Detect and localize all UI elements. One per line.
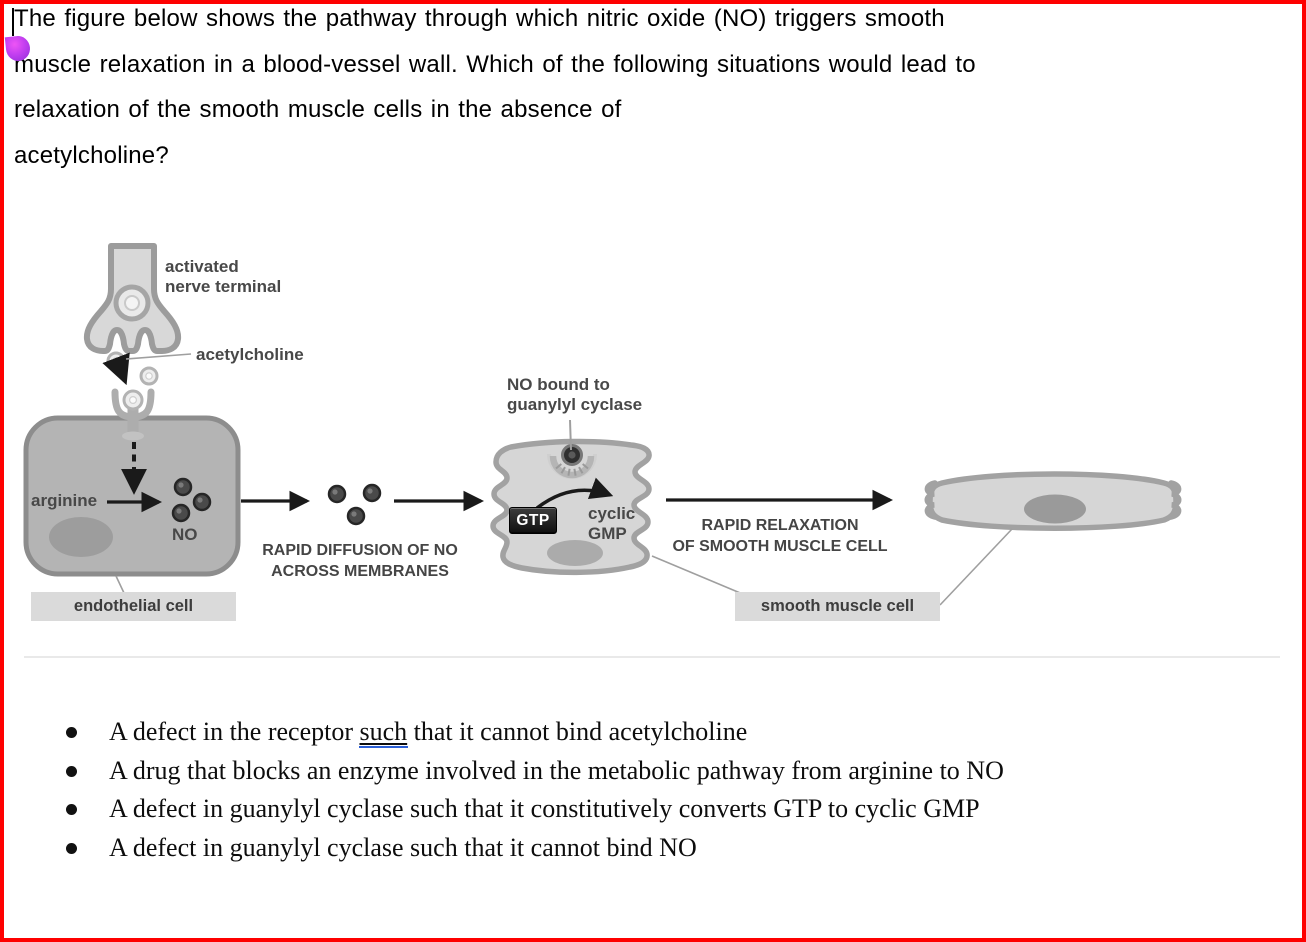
no-label: NO [172, 525, 198, 544]
gtp-box: GTP [509, 507, 557, 534]
nerve-terminal-shape [83, 243, 182, 354]
relaxation-caption-line1: RAPID RELAXATION [701, 517, 859, 534]
no-bound-label-line1: NO bound to [507, 375, 610, 394]
nerve-terminal-label-line1: activated [165, 257, 239, 276]
answer-option-3[interactable]: A defect in guanylyl cyclase such that i… [4, 790, 1302, 829]
cyclic-gmp-label-line1: cyclic [588, 504, 636, 523]
answer-option-4[interactable]: A defect in guanylyl cyclase such that i… [4, 829, 1302, 868]
relaxation-caption-line2: OF SMOOTH MUSCLE CELL [672, 538, 888, 555]
no-bound-label-line2: guanylyl cyclase [507, 395, 643, 414]
answer-option-4-text: A defect in guanylyl cyclase such that i… [109, 832, 697, 862]
guanylyl-cyclase-shape [547, 444, 597, 479]
answer-option-2-text: A drug that blocks an enzyme involved in… [109, 755, 1004, 785]
relaxation-caption: RAPID RELAXATION OF SMOOTH MUSCLE CELL [654, 515, 906, 557]
nerve-terminal-label: activated nerve terminal [165, 257, 281, 297]
question-line-4: acetylcholine? [14, 141, 169, 169]
smooth-muscle-cell-tag: smooth muscle cell [735, 592, 940, 621]
relaxed-muscle-cell-shape [924, 471, 1182, 531]
diffusion-caption-line2: ACROSS MEMBRANES [271, 563, 449, 580]
arginine-label: arginine [31, 491, 98, 510]
answer-options: A defect in the receptor such that it ca… [4, 713, 1302, 868]
receptor-shape [111, 388, 155, 441]
question-line-1: The figure below shows the pathway throu… [14, 5, 945, 32]
text-cursor[interactable] [12, 8, 14, 36]
no-molecules-free [327, 483, 382, 526]
answer-option-1-underlined-word: such [359, 717, 408, 746]
question-line-3: relaxation of the smooth muscle cells in… [14, 96, 622, 123]
acetylcholine-label: acetylcholine [196, 345, 304, 364]
no-molecules-cell [171, 477, 212, 523]
contracted-muscle-cell-shape [490, 438, 652, 576]
question-text: The figure below shows the pathway throu… [14, 4, 1264, 178]
section-divider [24, 656, 1280, 658]
gtp-to-cgmp-arrow [535, 477, 614, 510]
answer-option-1-post: that it cannot bind acetylcholine [407, 717, 748, 746]
cyclic-gmp-label: cyclic GMP [588, 504, 635, 544]
answer-option-1[interactable]: A defect in the receptor such that it ca… [4, 713, 1302, 752]
pathway-diagram [23, 243, 1182, 606]
question-line-2: muscle relaxation in a blood-vessel wall… [14, 50, 976, 78]
endothelial-cell-tag: endothelial cell [31, 592, 236, 621]
answer-option-3-text: A defect in guanylyl cyclase such that i… [109, 794, 980, 824]
diffusion-caption-line1: RAPID DIFFUSION OF NO [262, 542, 458, 559]
acetylcholine-molecules [102, 351, 159, 386]
answer-option-2[interactable]: A drug that blocks an enzyme involved in… [4, 752, 1302, 791]
no-bound-label: NO bound to guanylyl cyclase [507, 375, 642, 415]
endothelial-cell-shape [23, 415, 241, 577]
nerve-terminal-label-line2: nerve terminal [165, 277, 282, 296]
answer-option-1-pre: A defect in the receptor [109, 717, 360, 746]
cyclic-gmp-label-line2: GMP [588, 524, 627, 543]
leader-lines [115, 353, 1013, 606]
diffusion-caption: RAPID DIFFUSION OF NO ACROSS MEMBRANES [244, 540, 476, 582]
